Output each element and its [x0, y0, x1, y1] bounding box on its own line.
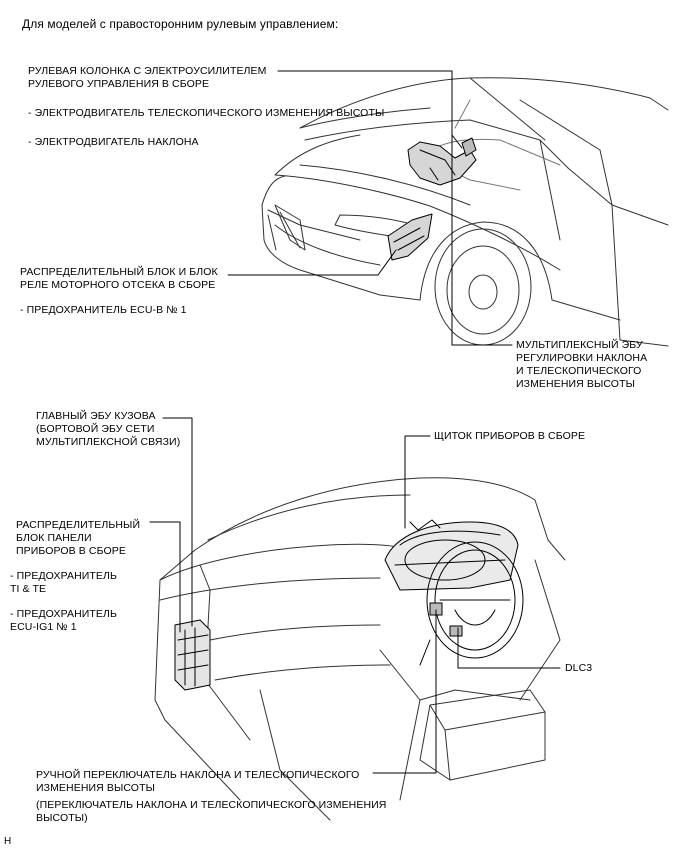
- engine-room-junction-block: [387, 213, 433, 261]
- car-exterior-drawing: [261, 77, 669, 347]
- combination-meter-component: [384, 519, 519, 591]
- top-leader-lines: [227, 70, 513, 346]
- figure-corner-mark: H: [4, 836, 12, 847]
- label-engine-room-junction-block: РАСПРЕДЕЛИТЕЛЬНЫЙ БЛОК И БЛОК РЕЛЕ МОТОР…: [20, 266, 218, 291]
- steering-wheel-drawing: [419, 541, 524, 666]
- instrument-panel-junction-block: [174, 619, 211, 691]
- bottom-leader-lines: [149, 417, 561, 774]
- interior-drawing: [154, 477, 566, 821]
- label-tilt-motor: - ЭЛЕКТРОДВИГАТЕЛЬ НАКЛОНА: [28, 136, 199, 148]
- label-tilt-telescopic-ecu: МУЛЬТИПЛЕКСНЫЙ ЭБУ РЕГУЛИРОВКИ НАКЛОНА И…: [516, 339, 648, 390]
- label-ecu-ig1-fuse: - ПРЕДОХРАНИТЕЛЬ ECU-IG1 № 1: [10, 608, 118, 633]
- label-steering-column: РУЛЕВАЯ КОЛОНКА С ЭЛЕКТРОУСИЛИТЕЛЕМ РУЛЕ…: [28, 65, 267, 90]
- label-combination-meter: ЩИТОК ПРИБОРОВ В СБОРЕ: [434, 430, 586, 442]
- page-header: Для моделей с правосторонним рулевым упр…: [22, 17, 339, 31]
- label-tilt-telescopic-switch-alt: (ПЕРЕКЛЮЧАТЕЛЬ НАКЛОНА И ТЕЛЕСКОПИЧЕСКОГ…: [36, 799, 387, 824]
- label-telescopic-motor: - ЭЛЕКТРОДВИГАТЕЛЬ ТЕЛЕСКОПИЧЕСКОГО ИЗМЕ…: [28, 107, 385, 119]
- label-main-body-ecu: ГЛАВНЫЙ ЭБУ КУЗОВА (БОРТОВОЙ ЭБУ СЕТИ МУ…: [36, 410, 181, 448]
- steering-column-component: [407, 137, 477, 186]
- dlc3-component: [449, 625, 463, 637]
- label-dlc3: DLC3: [565, 662, 593, 674]
- label-instrument-panel-junction-block: РАСПРЕДЕЛИТЕЛЬНЫЙ БЛОК ПАНЕЛИ ПРИБОРОВ В…: [16, 519, 141, 557]
- label-ecu-b-fuse: - ПРЕДОХРАНИТЕЛЬ ECU-B № 1: [20, 304, 187, 316]
- label-ti-te-fuse: - ПРЕДОХРАНИТЕЛЬ TI & TE: [10, 570, 118, 595]
- label-tilt-telescopic-switch: РУЧНОЙ ПЕРЕКЛЮЧАТЕЛЬ НАКЛОНА И ТЕЛЕСКОПИ…: [36, 769, 360, 794]
